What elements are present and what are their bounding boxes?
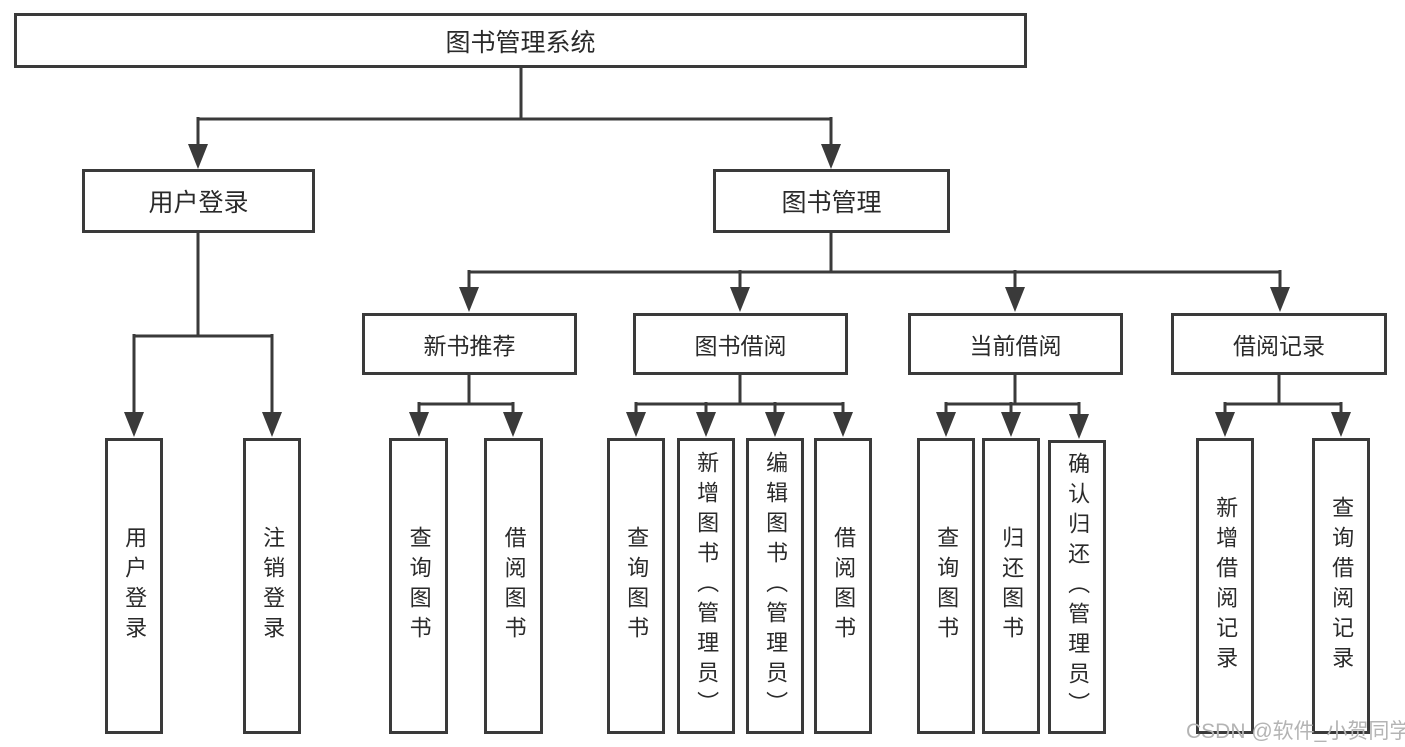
arrowhead — [936, 412, 956, 437]
connector-root-to-level2 — [196, 68, 833, 150]
arrowhead — [1270, 287, 1290, 312]
leaf-query-books-current: 查询图书 — [917, 438, 975, 734]
node-user-login: 用户登录 — [82, 169, 315, 233]
node-book-borrowing-label: 图书借阅 — [694, 333, 787, 359]
arrowhead — [696, 412, 716, 437]
leaf-query-borrow-record: 查询借阅记录 — [1312, 438, 1370, 734]
leaf-query-books-borrowing-label: 查询图书 — [624, 526, 650, 646]
connector-user-login-to-children — [132, 233, 274, 418]
arrowhead — [262, 412, 282, 437]
node-new-book-recommendation-label: 新书推荐 — [423, 333, 516, 359]
node-book-borrowing: 图书借阅 — [633, 313, 848, 375]
connector-new-book-to-children — [417, 375, 515, 418]
leaf-logout-label: 注销登录 — [260, 526, 286, 646]
arrowhead — [503, 412, 523, 437]
arrowheads — [124, 144, 1351, 439]
arrowhead — [1331, 412, 1351, 437]
connector-current-borrowing-to-children — [944, 375, 1081, 420]
leaf-borrow-books-recommend: 借阅图书 — [484, 438, 543, 734]
node-root: 图书管理系统 — [14, 13, 1027, 68]
leaf-query-borrow-record-label: 查询借阅记录 — [1329, 496, 1355, 676]
leaf-user-login-label: 用户登录 — [122, 526, 148, 646]
node-borrowing-records: 借阅记录 — [1171, 313, 1387, 375]
connector-borrowing-records-to-children — [1223, 375, 1343, 418]
leaf-edit-books-admin: 编辑图书（管理员） — [746, 438, 804, 734]
leaf-confirm-return-admin: 确认归还（管理员） — [1048, 440, 1106, 734]
leaf-query-books-borrowing: 查询图书 — [607, 438, 665, 734]
leaf-add-borrow-record: 新增借阅记录 — [1196, 438, 1254, 734]
arrowhead — [124, 412, 144, 437]
arrowhead — [1215, 412, 1235, 437]
node-current-borrowing-label: 当前借阅 — [969, 333, 1062, 359]
arrowhead — [765, 412, 785, 437]
node-book-management: 图书管理 — [713, 169, 950, 233]
leaf-add-books-admin-label: 新增图书（管理员） — [694, 451, 720, 721]
leaf-add-borrow-record-label: 新增借阅记录 — [1213, 496, 1239, 676]
arrowhead — [1069, 414, 1089, 439]
leaf-borrow-books-borrowing-label: 借阅图书 — [831, 526, 857, 646]
node-new-book-recommendation: 新书推荐 — [362, 313, 577, 375]
leaf-return-books-label: 归还图书 — [999, 526, 1025, 646]
leaf-query-books-recommend: 查询图书 — [389, 438, 448, 734]
watermark: CSDN @软件_小贺同学 — [1186, 720, 1405, 743]
arrowhead — [626, 412, 646, 437]
arrowhead — [188, 144, 208, 169]
leaf-edit-books-admin-label: 编辑图书（管理员） — [763, 451, 789, 721]
arrowhead — [459, 287, 479, 312]
leaf-user-login: 用户登录 — [105, 438, 163, 734]
arrowhead — [821, 144, 841, 169]
node-borrowing-records-label: 借阅记录 — [1233, 333, 1325, 359]
leaf-confirm-return-admin-label: 确认归还（管理员） — [1065, 452, 1091, 722]
leaf-query-books-current-label: 查询图书 — [934, 526, 960, 646]
node-root-label: 图书管理系统 — [445, 28, 596, 57]
leaf-return-books: 归还图书 — [982, 438, 1040, 734]
node-user-login-label: 用户登录 — [148, 189, 249, 217]
leaf-query-books-recommend-label: 查询图书 — [406, 526, 432, 646]
leaf-logout: 注销登录 — [243, 438, 301, 734]
connector-book-management-to-level3 — [467, 233, 1282, 293]
arrowhead — [833, 412, 853, 437]
node-book-management-label: 图书管理 — [781, 189, 882, 217]
arrowhead — [1001, 412, 1021, 437]
arrowhead — [409, 412, 429, 437]
leaf-borrow-books-borrowing: 借阅图书 — [814, 438, 872, 734]
arrowhead — [1005, 287, 1025, 312]
connector-book-borrowing-to-children — [634, 375, 845, 418]
arrowhead — [730, 287, 750, 312]
node-current-borrowing: 当前借阅 — [908, 313, 1123, 375]
leaf-borrow-books-recommend-label: 借阅图书 — [501, 526, 527, 646]
leaf-add-books-admin: 新增图书（管理员） — [677, 438, 735, 734]
